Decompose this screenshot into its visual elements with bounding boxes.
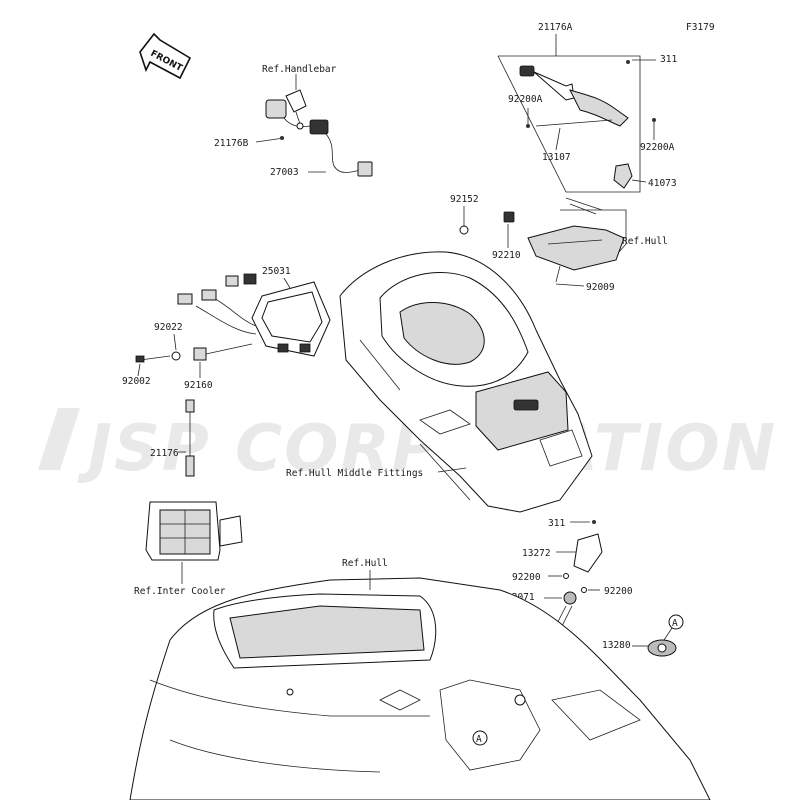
label-92200-right: 92200 <box>604 586 633 597</box>
bracket-13272 <box>573 533 603 573</box>
label-ref-hull-top: Ref.Hull <box>622 236 668 247</box>
label-92152: 92152 <box>450 194 479 205</box>
part-92160 <box>193 347 207 361</box>
cover-plate <box>527 197 627 283</box>
label-92200a-left: 92200A <box>508 94 543 105</box>
front-arrow-icon: FRONT <box>139 32 192 80</box>
label-92009: 92009 <box>586 282 615 293</box>
marker-a-upper: A <box>668 614 684 630</box>
label-13272: 13272 <box>522 548 551 559</box>
label-21176b: 21176B <box>214 138 249 149</box>
hull-middle-fittings <box>339 251 593 513</box>
main-hull <box>129 577 711 800</box>
label-21176: 21176 <box>150 448 179 459</box>
label-21176a: 21176A <box>538 22 573 33</box>
label-27003: 27003 <box>270 167 299 178</box>
label-92200a-right: 92200A <box>640 142 675 153</box>
handlebar-switch-harness <box>265 89 373 177</box>
label-13107: 13107 <box>542 152 571 163</box>
inter-cooler <box>145 501 243 561</box>
label-92071: 92071 <box>506 592 535 603</box>
clip-41073 <box>613 163 633 189</box>
sensor-group-21176a <box>497 55 641 193</box>
label-92160: 92160 <box>184 380 213 391</box>
part-92210 <box>503 211 515 223</box>
marker-a-lower: A <box>472 730 488 746</box>
svg-text:A: A <box>672 618 678 629</box>
label-92210: 92210 <box>492 250 521 261</box>
label-41073: 41073 <box>648 178 677 189</box>
label-25031: 25031 <box>262 266 291 277</box>
label-92022: 92022 <box>154 322 183 333</box>
label-92200-left: 92200 <box>512 572 541 583</box>
cap-13280 <box>647 639 677 657</box>
label-ref-handlebar: Ref.Handlebar <box>262 64 337 75</box>
label-311-top: 311 <box>660 54 677 65</box>
label-311-bottom: 311 <box>548 518 565 529</box>
label-ref-hull-bottom: Ref.Hull <box>342 558 388 569</box>
label-92002: 92002 <box>122 376 151 387</box>
label-ref-inter-cooler: Ref.Inter Cooler <box>134 586 226 597</box>
meter-assembly-25031 <box>177 273 331 357</box>
svg-text:A: A <box>476 734 482 745</box>
label-ref-hull-middle: Ref.Hull Middle Fittings <box>286 468 423 479</box>
label-13280: 13280 <box>602 640 631 651</box>
temp-sensor-21176 <box>185 399 195 477</box>
figure-code: F3179 <box>686 22 715 33</box>
grommet-92071 <box>563 591 577 605</box>
